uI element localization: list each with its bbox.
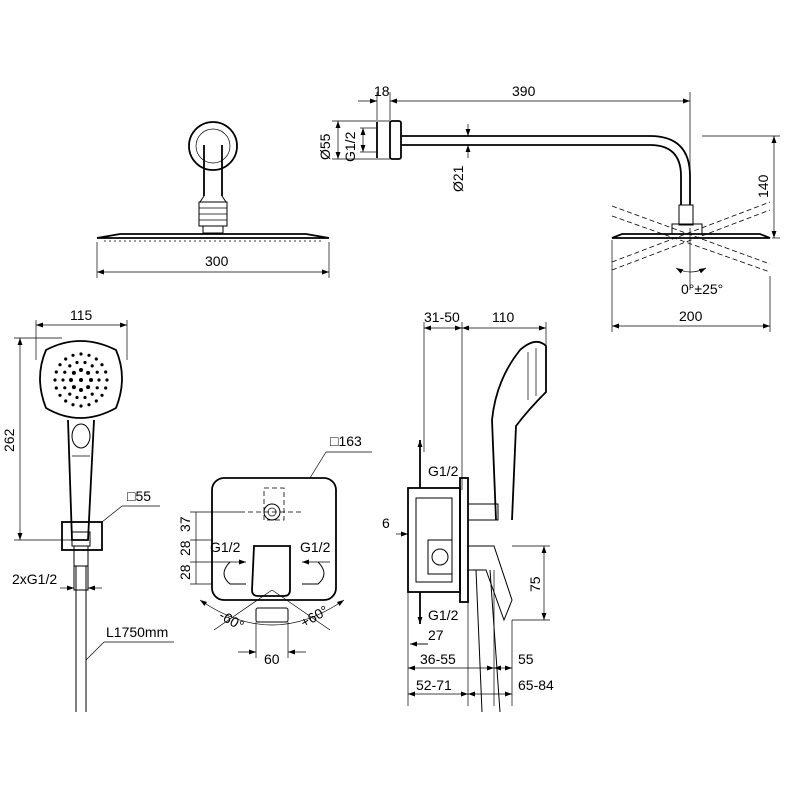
arm-tube-side xyxy=(401,135,691,205)
mixer-lever xyxy=(251,545,291,597)
nozzle-dot xyxy=(53,378,57,382)
nozzle-dot xyxy=(79,368,83,372)
nozzle-dot xyxy=(58,363,62,367)
angle-right-label: +60° xyxy=(298,602,331,631)
thread-bottom-label: G1/2 xyxy=(428,607,459,623)
dim-37-label: 37 xyxy=(177,516,193,532)
tube-dia-label: Ø21 xyxy=(450,165,466,192)
nozzle-dot xyxy=(100,393,104,397)
nozzle-dot xyxy=(61,378,65,382)
nozzle-dot xyxy=(95,386,99,390)
nozzle-dot xyxy=(75,395,79,400)
head-width-label: 200 xyxy=(679,308,703,324)
nozzle-dot xyxy=(54,370,58,374)
hand-shower-side xyxy=(491,340,547,521)
lever-side xyxy=(467,545,513,622)
dim-75-label: 75 xyxy=(527,576,543,592)
nozzle-dot xyxy=(64,357,68,361)
plate-label: □163 xyxy=(330,433,362,449)
arm-tube xyxy=(203,145,223,196)
nozzle-dot xyxy=(68,364,72,368)
nozzle-dot xyxy=(104,370,108,374)
nozzle-dot xyxy=(90,392,94,396)
dim-55-label: 55 xyxy=(518,651,534,667)
nozzle-dot xyxy=(63,370,67,374)
dim-28a-label: 28 xyxy=(177,540,193,556)
dim-28b-label: 28 xyxy=(177,564,193,580)
mixer-front-view: □163 G1/2 G1/2 37 28 28 -60° +60° xyxy=(177,433,372,667)
nozzle-dot xyxy=(100,363,104,367)
nozzle-dot xyxy=(105,378,109,382)
arm-flange xyxy=(389,120,402,160)
nozzle-dot xyxy=(90,364,94,368)
flange-dia-label: Ø55 xyxy=(317,133,333,160)
nozzle-dot xyxy=(94,399,98,403)
nozzle-dot xyxy=(94,357,98,361)
dim-27-label: 27 xyxy=(428,627,444,643)
wall-bracket xyxy=(61,521,103,551)
nozzle-dot xyxy=(86,370,91,375)
dim-6-label: 6 xyxy=(382,515,390,531)
hand-shower-handle xyxy=(67,419,95,541)
shower-arm-side-view: 0°±25° 18 390 Ø55 G1/2 Ø21 140 200 xyxy=(317,83,780,332)
rain-width-label: 300 xyxy=(205,253,229,269)
depth-range-label: 31-50 xyxy=(424,309,460,325)
wall-flange xyxy=(188,121,238,171)
rain-shower-view: 300 xyxy=(96,121,330,278)
dim-65-84-label: 65-84 xyxy=(518,677,554,693)
mixer-side-view: 31-50 110 G1/2 G1/2 6 75 xyxy=(382,309,554,713)
nozzle-dot xyxy=(63,386,67,390)
nozzle-dot xyxy=(87,353,91,357)
nozzle-dot xyxy=(71,353,75,357)
thread-top-label: G1/2 xyxy=(428,463,459,479)
hose xyxy=(75,566,87,712)
thread-right-label: G1/2 xyxy=(300,539,331,555)
nozzle-dot xyxy=(79,404,83,408)
cover-plate-side xyxy=(459,477,469,603)
nozzle-dot xyxy=(97,378,101,382)
tilt-label: 0°±25° xyxy=(681,281,723,297)
nozzle-dot xyxy=(86,385,91,390)
nozzle-dot xyxy=(54,386,58,390)
hand-thread-label: 2xG1/2 xyxy=(12,571,57,587)
nozzle-dot xyxy=(71,403,75,407)
hand-shower-head xyxy=(39,340,123,419)
nozzle-pattern xyxy=(53,352,109,408)
hand-height-label: 262 xyxy=(1,428,17,452)
dim-36-55-label: 36-55 xyxy=(420,651,456,667)
nozzle-dot xyxy=(64,399,68,403)
nozzle-dot xyxy=(75,360,79,365)
lever-width-label: 60 xyxy=(264,651,280,667)
nozzle-dot xyxy=(104,386,108,390)
dim-52-71-label: 52-71 xyxy=(416,677,452,693)
hose-length-label: L1750mm xyxy=(106,624,168,640)
height-label: 140 xyxy=(755,174,771,198)
nozzle-dot xyxy=(79,378,83,382)
rain-head-plate xyxy=(96,233,330,239)
nozzle-dot xyxy=(79,388,83,392)
head-depth-label: 110 xyxy=(492,309,515,325)
nozzle-dot xyxy=(69,378,73,382)
nozzle-dot xyxy=(71,370,76,375)
nozzle-dot xyxy=(79,352,83,356)
hand-width-label: 115 xyxy=(70,307,93,323)
nozzle-dot xyxy=(89,378,93,382)
nozzle-dot xyxy=(95,370,99,374)
hand-shower-view: 115 262 □55 2xG1/2 L1750mm xyxy=(1,307,174,712)
nozzle-dot xyxy=(83,395,87,400)
thread-left-label: G1/2 xyxy=(210,539,241,555)
nozzle-dot xyxy=(68,392,72,396)
thread-label: G1/2 xyxy=(342,131,358,162)
nozzle-dot xyxy=(71,385,76,390)
flange-depth-label: 18 xyxy=(374,83,390,99)
nozzle-dot xyxy=(83,360,87,365)
arm-length-label: 390 xyxy=(512,83,536,99)
bracket-label: □55 xyxy=(127,488,151,504)
nozzle-dot xyxy=(58,393,62,397)
nozzle-dot xyxy=(87,403,91,407)
rain-head-side xyxy=(611,233,771,239)
